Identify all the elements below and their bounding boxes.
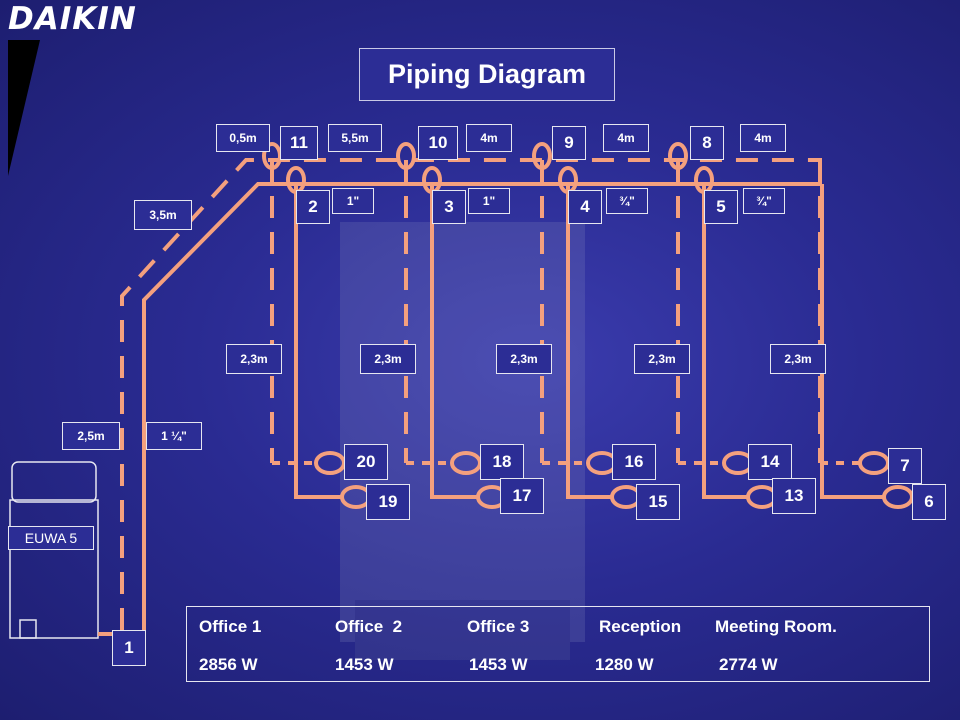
node-number: 19 (366, 484, 410, 520)
office-name: Reception (599, 617, 682, 636)
daikin-logo: DAIKIN (8, 1, 137, 37)
node-number: 9 (552, 126, 586, 160)
diameter-label: ¾" (743, 188, 785, 214)
diameter-label: ¾" (606, 188, 648, 214)
office-load: 2856 W (199, 655, 258, 674)
node-number: 10 (418, 126, 458, 160)
terminal-connection (882, 485, 914, 509)
diameter-label: 1" (468, 188, 510, 214)
length-label: 4m (603, 124, 649, 152)
length-label: 4m (740, 124, 786, 152)
length-label: 0,5m (216, 124, 270, 152)
background-unit-image (340, 222, 585, 660)
length-label: 3,5m (134, 200, 192, 230)
node-number: 16 (612, 444, 656, 480)
office-load: 2774 W (719, 655, 778, 674)
node-number: 3 (432, 190, 466, 224)
diameter-label: 1" (332, 188, 374, 214)
diameter-label: 1 ¼" (146, 422, 202, 450)
office-name: Meeting Room. (715, 617, 837, 636)
node-number: 15 (636, 484, 680, 520)
node-number: 18 (480, 444, 524, 480)
supply-valve (668, 142, 688, 170)
diagram-title: Piping Diagram (359, 48, 615, 101)
return-riser-pipe (430, 184, 478, 499)
office-load: 1453 W (335, 655, 394, 674)
node-number: 17 (500, 478, 544, 514)
node-number: 1 (112, 630, 146, 666)
supply-valve (532, 142, 552, 170)
euwa-unit (9, 461, 99, 639)
node-number: 4 (568, 190, 602, 224)
riser-length-label: 2,3m (226, 344, 282, 374)
node-number: 13 (772, 478, 816, 514)
office-name: Office 2 (335, 617, 403, 636)
office-load: 1280 W (595, 655, 654, 674)
node-number: 20 (344, 444, 388, 480)
node-number: 2 (296, 190, 330, 224)
length-label: 5,5m (328, 124, 382, 152)
length-label: 4m (466, 124, 512, 152)
node-number: 11 (280, 126, 318, 160)
node-number: 7 (888, 448, 922, 484)
office-load: 1453 W (469, 655, 528, 674)
return-riser-pipe (294, 184, 342, 499)
office-load-table: Office 1 Office 2 Office 3 Reception Mee… (186, 606, 930, 682)
terminal-connection (314, 451, 346, 475)
office-name: Office 1 (199, 617, 262, 636)
node-number: 8 (690, 126, 724, 160)
return-riser-pipe (820, 184, 884, 499)
riser-length-label: 2,3m (634, 344, 690, 374)
terminal-connection (858, 451, 890, 475)
node-number: 5 (704, 190, 738, 224)
riser-length-label: 2,3m (360, 344, 416, 374)
euwa-unit-label: EUWA 5 (8, 526, 94, 550)
logo-stripe (8, 40, 40, 176)
length-label: 2,5m (62, 422, 120, 450)
supply-valve (396, 142, 416, 170)
return-riser-pipe (702, 184, 748, 499)
riser-length-label: 2,3m (770, 344, 826, 374)
office-name: Office 3 (467, 617, 530, 636)
riser-length-label: 2,3m (496, 344, 552, 374)
node-number: 6 (912, 484, 946, 520)
node-number: 14 (748, 444, 792, 480)
return-riser-pipe (566, 184, 612, 499)
